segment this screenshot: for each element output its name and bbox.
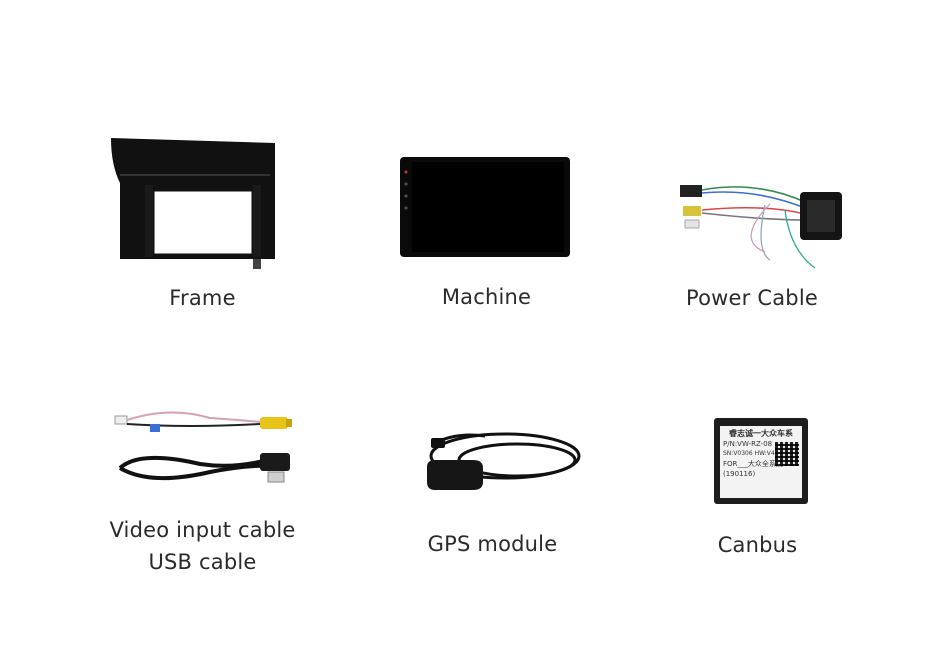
gps-module-label: GPS module (427, 532, 558, 556)
product-video-usb-cable (110, 408, 300, 490)
canbus-sticker: 睿志诚一大众车系 P/N:VW-RZ-08 SN:V0306 HW:V4-N02… (720, 426, 802, 498)
canbus-sticker-line1: 睿志诚一大众车系 (729, 429, 793, 438)
video-usb-cable-image (114, 411, 292, 483)
canbus-sticker-line4: FOR___大众全系统 (723, 460, 783, 468)
canbus-label: Canbus (717, 533, 798, 557)
usb-cable-label: USB cable (148, 550, 257, 574)
frame-label: Frame (169, 286, 236, 310)
product-canbus: 睿志诚一大众车系 P/N:VW-RZ-08 SN:V0306 HW:V4-N02… (714, 418, 808, 504)
gps-module-image (427, 432, 581, 490)
product-machine (400, 156, 572, 258)
power-cable-label: Power Cable (686, 286, 818, 310)
product-gps-module (425, 422, 585, 497)
canbus-sticker-line2: P/N:VW-RZ-08 (723, 440, 773, 448)
machine-label: Machine (441, 285, 532, 309)
canbus-sticker-line3: SN:V0306 HW:V4-N022 (723, 450, 793, 457)
video-cable-label: Video input cable (109, 518, 296, 542)
canbus-sticker-line5: (190116) (723, 470, 756, 478)
machine-image (400, 157, 570, 257)
frame-image (111, 138, 275, 269)
power-cable-image (680, 185, 842, 269)
product-power-cable (675, 180, 855, 280)
qr-code-icon (775, 442, 799, 466)
product-frame (105, 135, 280, 275)
